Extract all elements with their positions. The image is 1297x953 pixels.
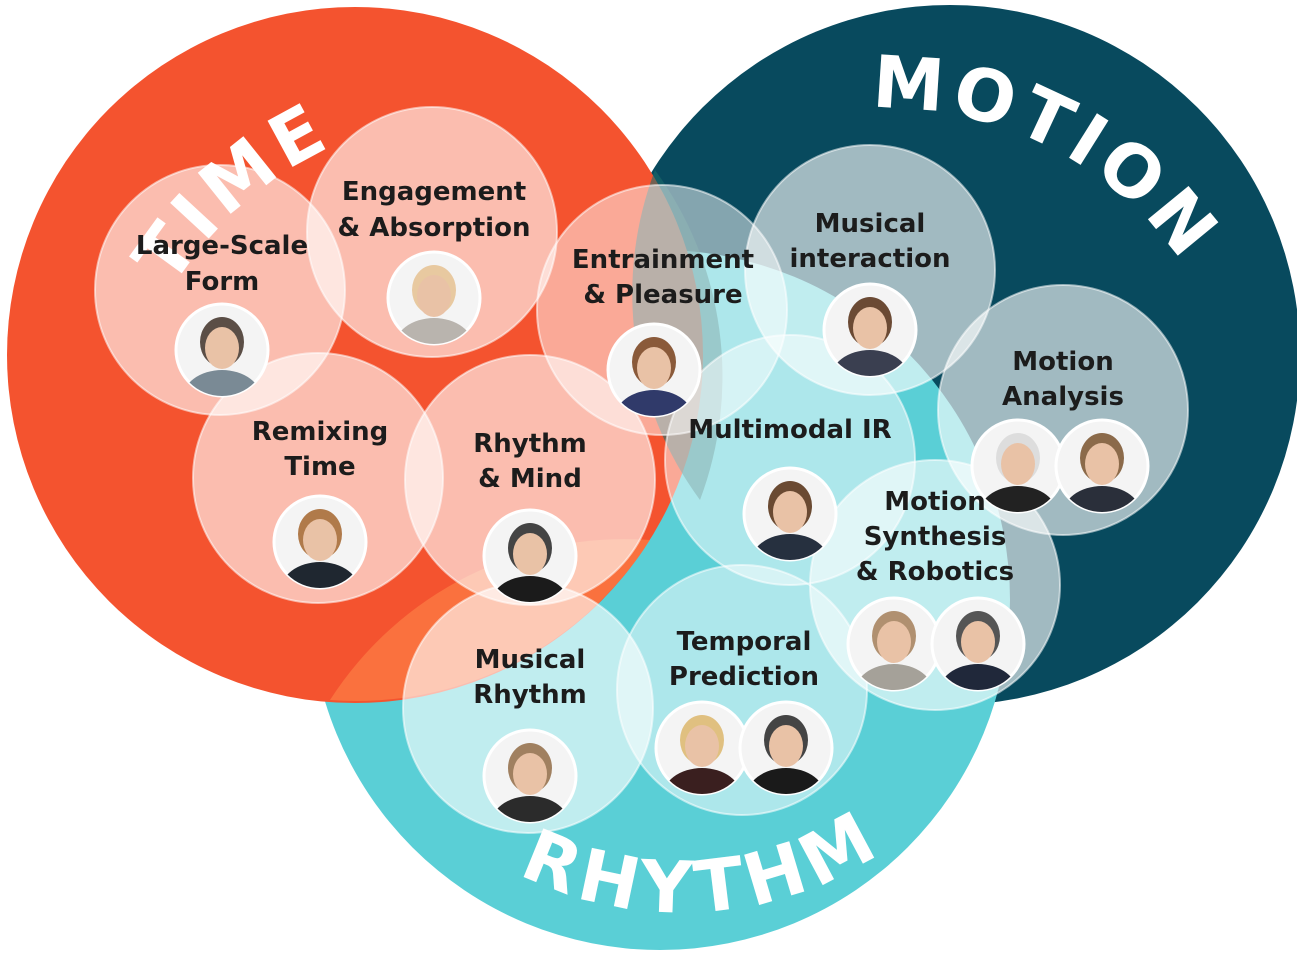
rhythm-mind-label-line1: Rhythm: [473, 429, 587, 459]
portrait-photo: [1054, 418, 1150, 514]
portrait-photo: [482, 728, 578, 824]
musical-rhythm-label-line2: Rhythm: [473, 680, 587, 710]
person-icon: [746, 715, 826, 794]
person-icon: [614, 337, 694, 416]
musical-rhythm-label-line1: Musical: [475, 645, 586, 675]
large-scale-form-label-line2: Form: [185, 267, 259, 297]
person-icon: [1062, 433, 1142, 512]
remixing-time-label-line1: Remixing: [252, 417, 388, 447]
motion-analysis-label-line1: Motion: [1012, 347, 1113, 377]
person-icon: [750, 481, 830, 560]
portrait-photo: [930, 596, 1026, 692]
person-icon: [394, 265, 474, 344]
portrait-photo: [738, 700, 834, 796]
musical-interaction-label-line2: interaction: [790, 244, 951, 274]
portrait-photo: [970, 418, 1066, 514]
person-icon: [280, 509, 360, 588]
portrait-photo: [606, 322, 702, 418]
entrainment-label-line2: & Pleasure: [583, 280, 742, 310]
person-icon: [830, 297, 910, 376]
temporal-prediction-label-line1: Temporal: [677, 627, 812, 657]
person-icon: [662, 715, 742, 794]
topic-circle-engagement[interactable]: [306, 106, 558, 358]
rhythm-mind-label-line2: & Mind: [478, 464, 582, 494]
musical-interaction-label-line1: Musical: [815, 209, 926, 239]
motion-analysis-label-line2: Analysis: [1002, 382, 1124, 412]
person-icon: [978, 433, 1058, 512]
multimodal-ir-label: Multimodal IR: [688, 415, 891, 445]
temporal-prediction-label-line2: Prediction: [669, 662, 819, 692]
portrait-photo: [272, 494, 368, 590]
portrait-photo: [654, 700, 750, 796]
portrait-photo: [846, 596, 942, 692]
large-scale-form-label-line1: Large-Scale: [136, 231, 308, 261]
portrait-photo: [174, 302, 270, 398]
remixing-time-label-line2: Time: [284, 452, 355, 482]
motion-synthesis-label-line3: & Robotics: [856, 557, 1014, 587]
portrait-photo: [822, 282, 918, 378]
topic-circle-musical-interaction[interactable]: [744, 144, 996, 396]
person-icon: [490, 523, 570, 602]
person-icon: [938, 611, 1018, 690]
motion-synthesis-label-line1: Motion: [884, 487, 985, 517]
portrait-photo: [482, 508, 578, 604]
person-icon: [490, 743, 570, 822]
portrait-photo: [386, 250, 482, 346]
portrait-photo: [742, 466, 838, 562]
engagement-label-line1: Engagement: [342, 177, 526, 207]
person-icon: [854, 611, 934, 690]
entrainment-label-line1: Entrainment: [572, 245, 754, 275]
motion-synthesis-label-line2: Synthesis: [864, 522, 1007, 552]
engagement-label-line2: & Absorption: [338, 213, 531, 243]
person-icon: [182, 317, 262, 396]
